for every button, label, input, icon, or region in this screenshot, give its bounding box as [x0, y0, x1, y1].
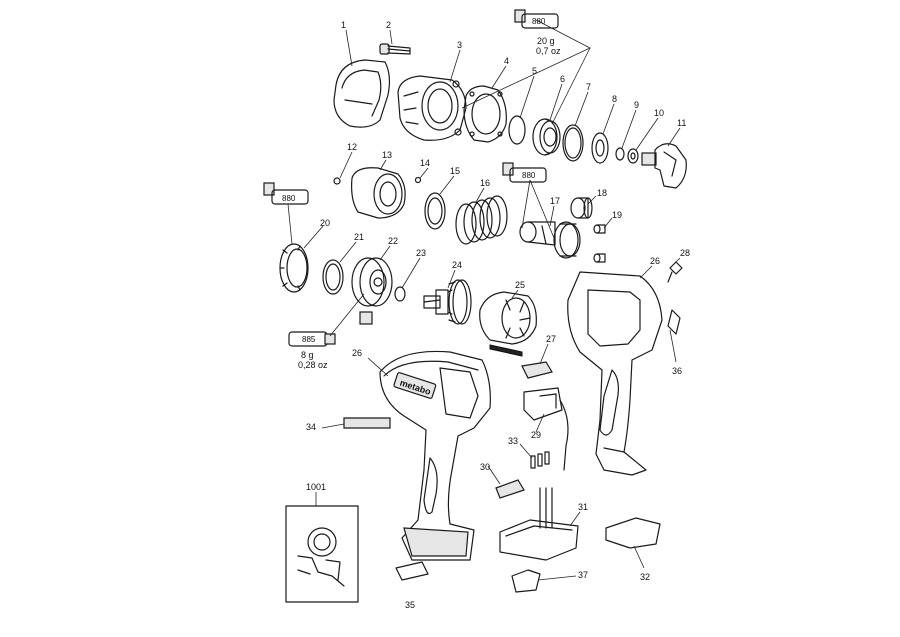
- callout-15: 15: [450, 166, 460, 176]
- part-30-lever: [495, 479, 525, 499]
- grease-tube-left: 880: [263, 182, 309, 205]
- part-37-bracket: [511, 569, 541, 593]
- part-10-ring: [627, 148, 639, 164]
- callout-22: 22: [388, 236, 398, 246]
- part-2-screw: [379, 43, 411, 55]
- grease-tube-mid: 880: [502, 162, 547, 183]
- callout-20: 20: [320, 218, 330, 228]
- callout-7: 7: [586, 82, 591, 92]
- callout-12: 12: [347, 142, 357, 152]
- callout-1001: 1001: [306, 482, 326, 492]
- part-15-washer: [424, 192, 446, 230]
- callout-36: 36: [672, 366, 682, 376]
- part-32-belt-clip: [605, 517, 661, 549]
- callout-2: 2: [386, 20, 391, 30]
- callout-10: 10: [654, 108, 664, 118]
- callout-32: 32: [640, 572, 650, 582]
- part-31-electronics-module: [499, 487, 579, 561]
- svg-text:0,7 oz: 0,7 oz: [536, 46, 561, 56]
- part-11-anvil: [641, 143, 687, 189]
- part-13-hammer: [351, 167, 406, 219]
- callout-6: 6: [560, 74, 565, 84]
- part-21-ring: [322, 259, 344, 295]
- callout-29: 29: [531, 430, 541, 440]
- part-18-sleeve: [570, 197, 593, 219]
- part-1-front-cover: [333, 59, 391, 128]
- part-35-sheet: [395, 561, 429, 581]
- grease-tube-bottom: 885 8 g 0,28 oz: [288, 331, 336, 370]
- callout-8: 8: [612, 94, 617, 104]
- part-28-screw: [667, 261, 683, 283]
- part-22-planetary-carrier: [351, 257, 393, 325]
- callout-35: 35: [405, 600, 415, 610]
- part-17-spindle: [519, 221, 581, 259]
- callout-28: 28: [680, 248, 690, 258]
- callout-19: 19: [612, 210, 622, 220]
- callout-14: 14: [420, 158, 430, 168]
- part-8-washer: [591, 132, 609, 164]
- part-36-plate: [667, 309, 681, 335]
- callout-9: 9: [634, 100, 639, 110]
- part-9-ring: [615, 147, 625, 161]
- part-23-washer: [394, 286, 406, 302]
- callout-17: 17: [550, 196, 560, 206]
- callout-33: 33: [508, 436, 518, 446]
- callout-27: 27: [546, 334, 556, 344]
- part-12-ball: [333, 177, 341, 185]
- part-27-switch-cover: [521, 361, 553, 379]
- callout-30: 30: [480, 462, 490, 472]
- callout-1: 1: [341, 20, 346, 30]
- svg-text:8 g: 8 g: [301, 350, 314, 360]
- callout-34: 34: [306, 422, 316, 432]
- part-20-ring-gear: [279, 243, 309, 293]
- part-6-bearing: [532, 118, 561, 156]
- part-1001-detail-box: [285, 505, 359, 603]
- callout-13: 13: [382, 150, 392, 160]
- svg-text:880: 880: [282, 194, 296, 203]
- callout-31: 31: [578, 502, 588, 512]
- callout-11: 11: [677, 118, 686, 128]
- callout-4: 4: [504, 56, 509, 66]
- part-29-switch: [523, 387, 569, 471]
- callout-24: 24: [452, 260, 462, 270]
- callout-labels: 1 2 3 4 5 6 7 8 9 10 11 12 13 14 15 16 1…: [306, 20, 690, 610]
- part-19-pin: [593, 224, 606, 263]
- callout-26-left: 26: [352, 348, 362, 358]
- part-4-gasket: [463, 85, 507, 143]
- part-7-ring: [562, 124, 584, 162]
- callout-18: 18: [597, 188, 607, 198]
- part-25-stator: [479, 291, 537, 357]
- part-34-label: [343, 417, 391, 429]
- svg-text:885: 885: [302, 335, 316, 344]
- part-33-leds: [530, 451, 550, 469]
- callout-16: 16: [480, 178, 490, 188]
- callout-37: 37: [578, 570, 588, 580]
- callout-5: 5: [532, 66, 537, 76]
- leader-lines: [287, 19, 681, 581]
- callout-3: 3: [457, 40, 462, 50]
- grease-tube-top: 880 20 g 0,7 oz: [514, 9, 561, 56]
- part-14-ball: [414, 176, 422, 184]
- part-3-gear-housing: [397, 75, 467, 141]
- part-5-o-ring: [508, 115, 526, 145]
- part-26-housing-left: metabo: [379, 350, 491, 561]
- svg-text:880: 880: [522, 171, 536, 180]
- part-26-housing-right: [567, 271, 663, 476]
- svg-text:20 g: 20 g: [537, 36, 555, 46]
- callout-23: 23: [416, 248, 426, 258]
- part-16-spring: [455, 195, 508, 245]
- part-24-rotor: [423, 279, 472, 325]
- callout-21: 21: [354, 232, 364, 242]
- callout-26-right: 26: [650, 256, 660, 266]
- svg-text:0,28 oz: 0,28 oz: [298, 360, 328, 370]
- callout-25: 25: [515, 280, 525, 290]
